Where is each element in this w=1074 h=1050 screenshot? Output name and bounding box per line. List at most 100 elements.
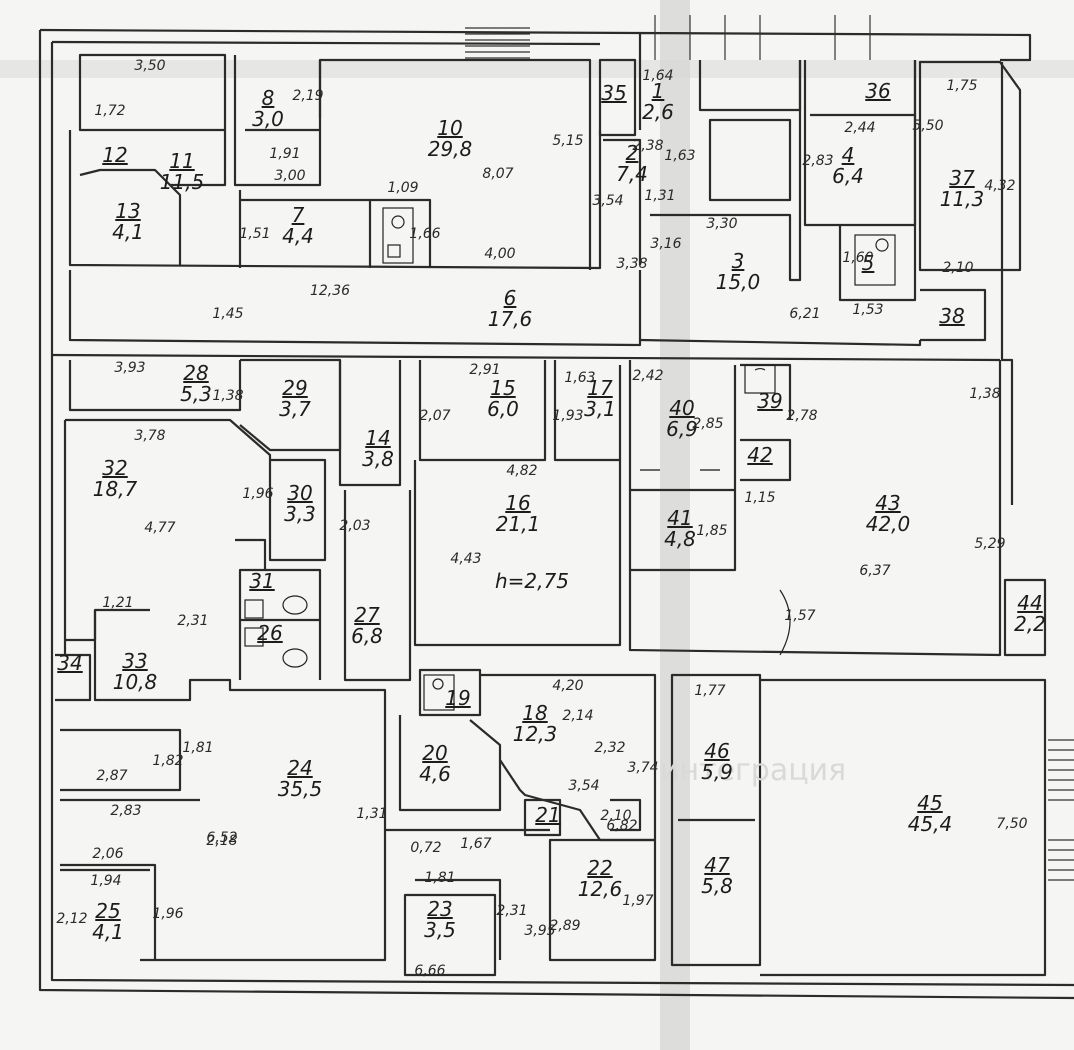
dimension-label: 6,66 (414, 963, 445, 979)
dimension-label: 2,83 (110, 803, 141, 819)
dimension-label: 1,72 (94, 103, 125, 119)
room-number-30: 30 (287, 481, 312, 505)
dimension-label: 1,60 (842, 250, 873, 266)
room-area-25: 4,1 (92, 920, 124, 944)
room-area-41: 4,8 (664, 527, 696, 551)
room-number-14: 14 (365, 426, 390, 450)
room-number-21: 21 (535, 803, 560, 827)
dimension-label: 1,63 (664, 148, 695, 164)
room-number-46: 46 (704, 739, 729, 763)
dimension-label: 12,36 (310, 283, 350, 299)
dimension-label: 6,82 (606, 818, 637, 834)
room-area-14: 3,8 (362, 447, 394, 471)
room-number-4: 4 (842, 143, 855, 167)
dimension-label: 1,66 (409, 226, 440, 242)
room-number-31: 31 (249, 569, 274, 593)
dimension-label: 3,38 (616, 256, 647, 272)
sanitary-fixtures (244, 207, 896, 711)
dimension-label: 2,14 (562, 708, 593, 724)
room-area-16: 21,1 (496, 512, 541, 536)
room-number-29: 29 (282, 376, 307, 400)
dimension-label: 2,12 (56, 911, 87, 927)
room-number-15: 15 (490, 376, 515, 400)
room-number-26: 26 (257, 621, 282, 645)
room-number-18: 18 (522, 701, 547, 725)
dimension-label: 2,31 (177, 613, 208, 629)
room-area-32: 18,7 (93, 477, 138, 501)
room-number-1: 1 (652, 79, 665, 103)
dimension-label: 3,54 (568, 778, 599, 794)
dimension-label: 1,77 (694, 683, 725, 699)
dimension-label: 6,37 (859, 563, 890, 579)
dimension-label: 3,16 (650, 236, 681, 252)
room-area-37: 11,3 (940, 187, 985, 211)
dimension-label: 4,32 (984, 178, 1015, 194)
room-area-24: 35,5 (278, 777, 323, 801)
room-area-7: 4,4 (282, 224, 314, 248)
room-number-36: 36 (865, 79, 890, 103)
scan-fold-band (660, 0, 690, 1050)
dimension-label: 1,82 (152, 753, 183, 769)
dimension-label: 1,38 (969, 386, 1000, 402)
room-area-45: 45,4 (908, 812, 953, 836)
room-area-15: 6,0 (487, 397, 519, 421)
room-area-18: 12,3 (513, 722, 558, 746)
dimension-label: 3,93 (114, 360, 145, 376)
room-area-33: 10,8 (113, 670, 158, 694)
room-number-47: 47 (704, 853, 730, 877)
dimension-label: 5,50 (912, 118, 943, 134)
dimension-label: 0,72 (410, 840, 441, 856)
dimension-label: 2,19 (292, 88, 323, 104)
dimension-label: 2,89 (549, 918, 580, 934)
dimension-label: 2,44 (844, 120, 875, 136)
room-number-27: 27 (354, 603, 380, 627)
watermark-text: интеграция (660, 753, 846, 788)
room-number-24: 24 (287, 756, 312, 780)
dimension-label: 1,93 (552, 408, 583, 424)
room-area-29: 3,7 (279, 397, 311, 421)
dimension-label: 2,83 (802, 153, 833, 169)
room-number-22: 22 (587, 856, 612, 880)
room-number-19: 19 (445, 686, 470, 710)
dimension-label: 1,85 (696, 523, 727, 539)
room-number-16: 16 (505, 491, 530, 515)
room-area-28: 5,3 (180, 382, 212, 406)
room-area-6: 17,6 (488, 307, 533, 331)
ceiling-height-note: h=2,75 (495, 569, 569, 593)
dimension-label: 2,06 (92, 846, 123, 862)
dimension-label: 2,38 (632, 138, 663, 154)
dimension-label: 1,64 (642, 68, 673, 84)
room-area-4: 6,4 (832, 164, 864, 188)
dimension-label: 6,52 (206, 830, 237, 846)
room-number-35: 35 (601, 81, 626, 105)
stairs (465, 15, 1074, 881)
room-number-11: 11 (169, 149, 194, 173)
dimension-label: 1,97 (622, 893, 653, 909)
dimension-label: 1,75 (946, 78, 977, 94)
dimension-label: 3,30 (706, 216, 737, 232)
dimension-label: 2,10 (942, 260, 973, 276)
dimension-label: 1,31 (356, 806, 387, 822)
room-number-8: 8 (262, 86, 275, 110)
dimension-label: 4,82 (506, 463, 537, 479)
dimension-label: 1,81 (424, 870, 455, 886)
room-area-11: 11,5 (160, 170, 205, 194)
room-number-40: 40 (669, 396, 694, 420)
room-area-30: 3,3 (284, 502, 316, 526)
room-area-23: 3,5 (424, 918, 456, 942)
dimension-label: 2,85 (692, 416, 723, 432)
dimension-label: 1,45 (212, 306, 243, 322)
dimension-label: 7,50 (996, 816, 1027, 832)
room-number-42: 42 (747, 443, 772, 467)
dimension-label: 5,15 (552, 133, 583, 149)
room-number-43: 43 (875, 491, 900, 515)
dimension-label: 2,87 (96, 768, 127, 784)
room-area-13: 4,1 (112, 220, 144, 244)
room-area-2: 7,4 (616, 162, 648, 186)
room-area-22: 12,6 (578, 877, 623, 901)
room-area-8: 3,0 (252, 107, 284, 131)
